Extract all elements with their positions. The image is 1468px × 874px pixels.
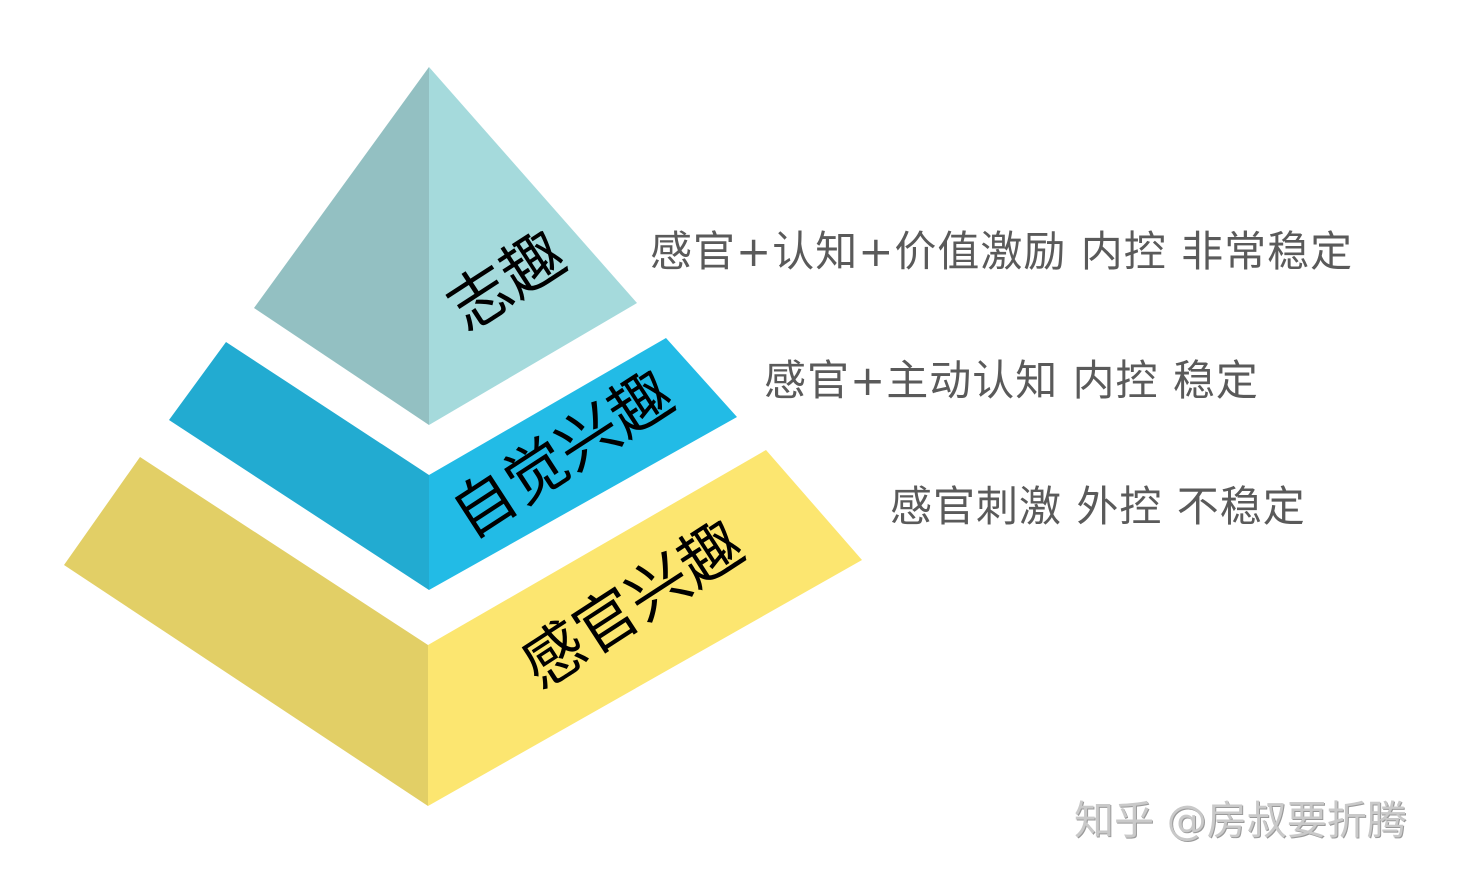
tier-top-right-face [429, 67, 637, 425]
watermark: 知乎 @房叔要折腾 [1074, 798, 1407, 844]
tier-middle-description: 感官+主动认知 内控 稳定 [764, 356, 1259, 405]
tier-middle-left-face [169, 342, 429, 590]
tier-bottom-description: 感官刺激 外控 不稳定 [890, 482, 1306, 531]
tier-bottom-right-face [428, 450, 862, 806]
tier-top-left-face [254, 67, 429, 425]
tier-middle-right-face [429, 338, 737, 590]
tier-bottom-left-face [64, 457, 428, 806]
tier-top-description: 感官+认知+价值激励 内控 非常稳定 [650, 227, 1354, 276]
tier-top: 志趣 [254, 67, 637, 425]
